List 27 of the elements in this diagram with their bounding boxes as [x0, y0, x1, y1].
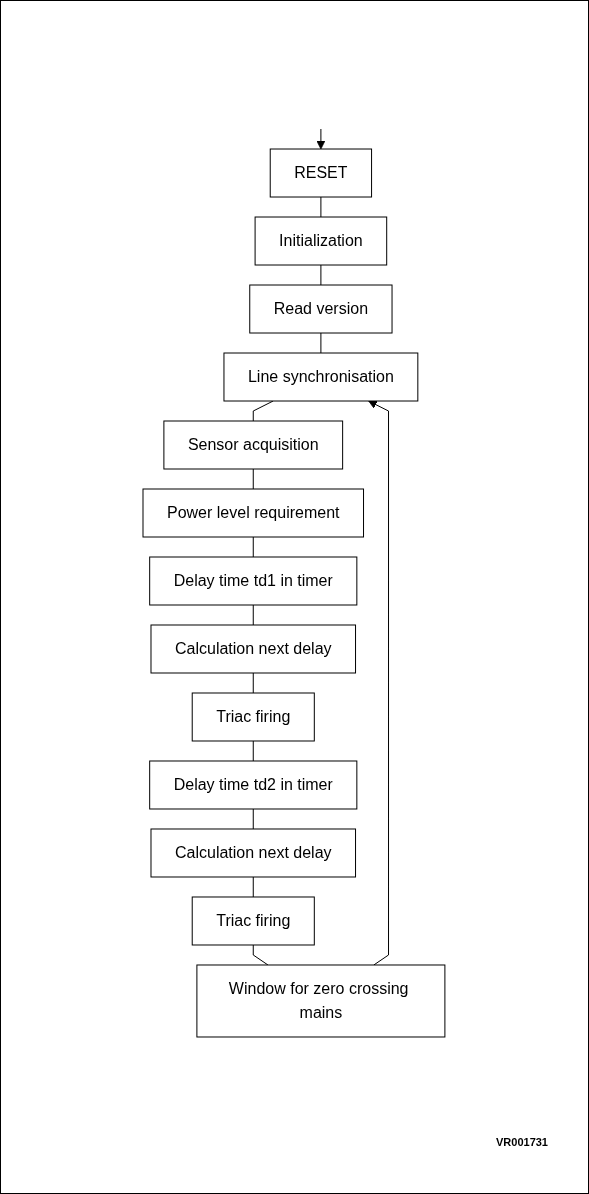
- connector: [252, 468, 254, 490]
- connector: [319, 264, 321, 286]
- connector: [252, 604, 254, 626]
- connector: [252, 808, 254, 830]
- node-box: Power level requirement: [142, 488, 364, 538]
- node-box: Triac firing: [191, 692, 315, 742]
- arrow: [316, 128, 325, 150]
- node-box: Calculation next delay: [150, 624, 356, 674]
- arrow: [367, 400, 389, 966]
- node-box: Read version: [248, 284, 393, 334]
- node-box: Line synchronisation: [223, 352, 418, 402]
- node-box: RESET: [269, 148, 372, 198]
- connector: [319, 332, 321, 354]
- node-box: Sensor acquisition: [162, 420, 343, 470]
- connector: [252, 876, 254, 898]
- node-box: Calculation next delay: [150, 828, 356, 878]
- figure-code: VR001731: [496, 1136, 548, 1148]
- node-box: Initialization: [254, 216, 387, 266]
- connector: [319, 196, 321, 218]
- connector: [252, 672, 254, 694]
- connector: [252, 944, 268, 966]
- node-box: Delay time td1 in timer: [148, 556, 357, 606]
- connector: [252, 740, 254, 762]
- node-box: Delay time td2 in timer: [148, 760, 357, 810]
- node-box: Window for zero crossing mains: [195, 964, 445, 1038]
- connector: [252, 536, 254, 558]
- node-box: Triac firing: [191, 896, 315, 946]
